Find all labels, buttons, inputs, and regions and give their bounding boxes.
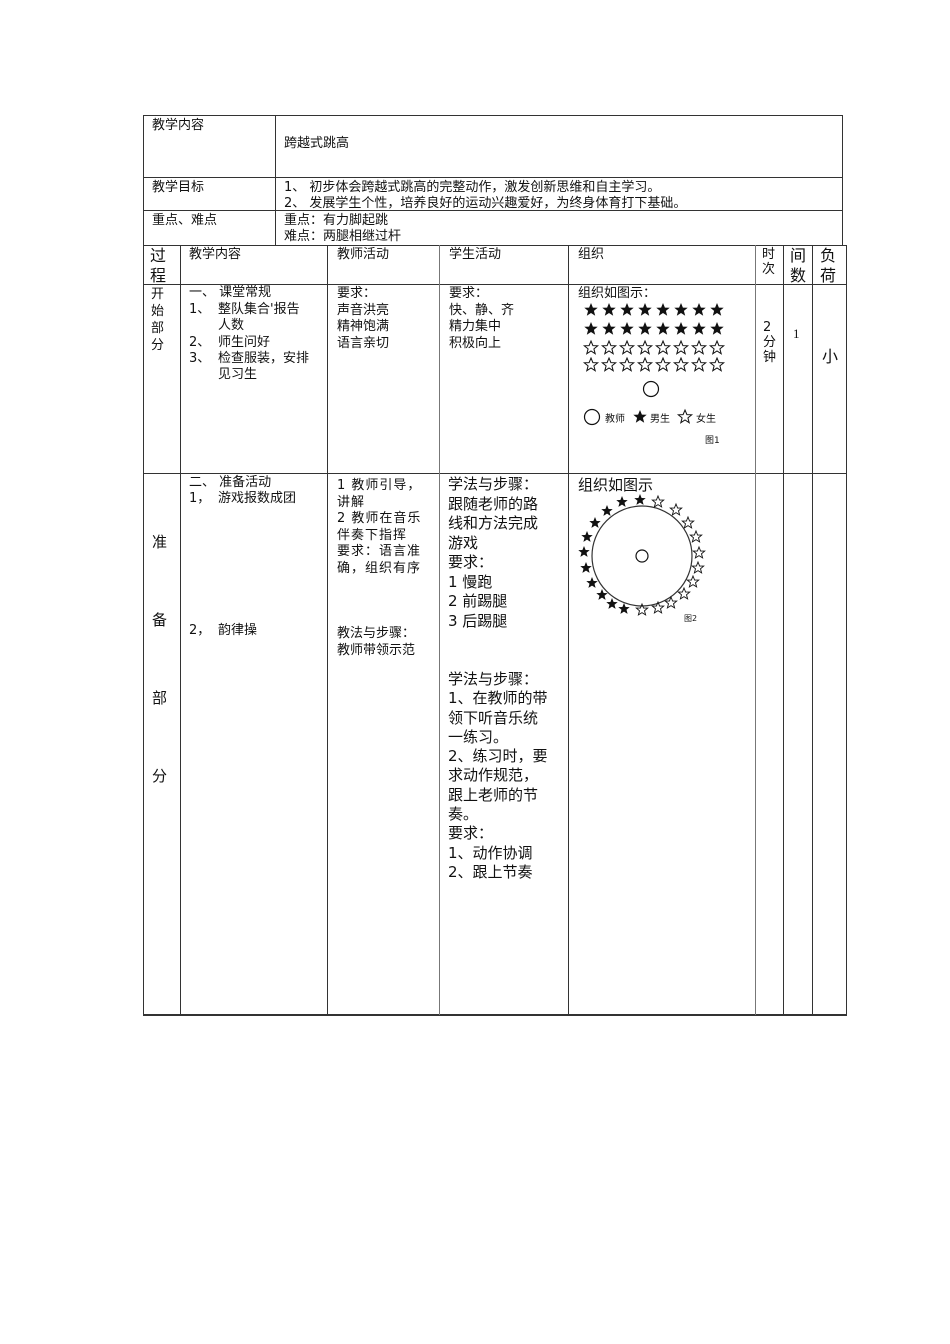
col-header-content: 教学内容 bbox=[189, 247, 242, 262]
start-student-activity: 要求： 快、静、齐 精力集中 积极向上 bbox=[449, 286, 515, 351]
figure-1-caption: 图1 bbox=[705, 436, 720, 446]
section-start-label: 开 始 部 分 bbox=[151, 287, 165, 353]
boy-star-icons bbox=[584, 303, 724, 335]
legend-girl-label: 女生 bbox=[696, 414, 716, 425]
legend-boy-icon bbox=[633, 410, 647, 423]
teacher-circle-icon bbox=[635, 549, 649, 563]
col-header-load: 负 荷 bbox=[820, 246, 837, 285]
section-prep-char-2: 备 bbox=[152, 611, 168, 629]
section-prep-char-1: 准 bbox=[152, 533, 168, 551]
col-header-count: 间 数 bbox=[790, 246, 807, 285]
col-header-student: 学生活动 bbox=[449, 247, 502, 262]
col-header-time: 时 次 bbox=[762, 247, 776, 277]
label-key-points: 重点、难点 bbox=[152, 213, 218, 228]
prep-item-2: 韵律操 bbox=[218, 623, 258, 638]
legend-girl-icon bbox=[677, 409, 693, 424]
col-header-org: 组织 bbox=[578, 247, 605, 262]
goal-1: 1、 初步体会跨越式跳高的完整动作，激发创新思维和自主学习。 bbox=[284, 180, 661, 195]
figure-2-circle-formation bbox=[578, 494, 706, 616]
start-content-heading: 一、 课堂常规 bbox=[189, 285, 272, 300]
difficult-point: 难点：两腿相继过杆 bbox=[284, 229, 402, 244]
start-item-num-2: 2、 bbox=[189, 335, 211, 350]
section-prep-char-3: 部 bbox=[152, 689, 168, 707]
section-prep-char-4: 分 bbox=[152, 767, 168, 785]
prep-item-num-1: 1， bbox=[189, 491, 211, 506]
start-load: 小 bbox=[822, 347, 839, 366]
teacher-circle-icon bbox=[642, 380, 660, 398]
prep-item-1: 游戏报数成团 bbox=[218, 491, 297, 506]
start-time: 2 分 钟 bbox=[763, 320, 777, 365]
legend-boy-label: 男生 bbox=[650, 414, 670, 425]
legend-teacher-icon bbox=[583, 408, 601, 426]
figure-2-caption: 图2 bbox=[684, 614, 698, 623]
label-teaching-content: 教学内容 bbox=[152, 118, 205, 133]
start-org-title: 组织如图示： bbox=[578, 286, 657, 301]
prep-item-num-2: 2， bbox=[189, 623, 211, 638]
start-item-num-1: 1、 bbox=[189, 302, 211, 317]
start-item-2: 师生问好 bbox=[218, 335, 271, 350]
start-item-1: 整队集合'报告 人数 bbox=[218, 302, 300, 333]
prep-teacher-activity-rhythm: 教法与步骤： 教师带领示范 bbox=[337, 626, 416, 658]
prep-content-heading: 二、 准备活动 bbox=[189, 475, 272, 490]
col-header-teacher: 教师活动 bbox=[337, 247, 390, 262]
girl-star-icons bbox=[635, 495, 706, 616]
key-point: 重点：有力脚起跳 bbox=[284, 213, 389, 228]
col-header-process: 过 程 bbox=[150, 246, 167, 285]
prep-org-title: 组织如图示 bbox=[578, 476, 654, 494]
girl-star-icons bbox=[583, 340, 725, 372]
start-item-num-3: 3、 bbox=[189, 351, 211, 366]
prep-student-activity-rhythm: 学法与步骤： 1、在教师的带 领下听音乐统 一练习。 2、练习时，要 求动作规范… bbox=[448, 670, 548, 881]
goal-2: 2、 发展学生个性，培养良好的运动兴趣爱好，为终身体育打下基础。 bbox=[284, 196, 687, 211]
start-count: 1 bbox=[793, 326, 800, 341]
start-item-3: 检查服装，安排 见习生 bbox=[218, 351, 310, 382]
big-circle bbox=[591, 505, 693, 607]
prep-student-activity-game: 学法与步骤： 跟随老师的路 线和方法完成 游戏 要求： 1 慢跑 2 前踢腿 3… bbox=[448, 475, 539, 630]
legend-teacher-label: 教师 bbox=[605, 414, 625, 425]
prep-teacher-activity-game: 1 教师引导， 讲解 2 教师在音乐 伴奏下指挥 要求：语言准 确，组织有序 bbox=[337, 478, 422, 576]
label-teaching-goals: 教学目标 bbox=[152, 180, 205, 195]
figure-1-formation bbox=[583, 303, 725, 426]
value-teaching-content: 跨越式跳高 bbox=[284, 136, 350, 151]
start-teacher-activity: 要求： 声音洪亮 精神饱满 语言亲切 bbox=[337, 286, 390, 351]
